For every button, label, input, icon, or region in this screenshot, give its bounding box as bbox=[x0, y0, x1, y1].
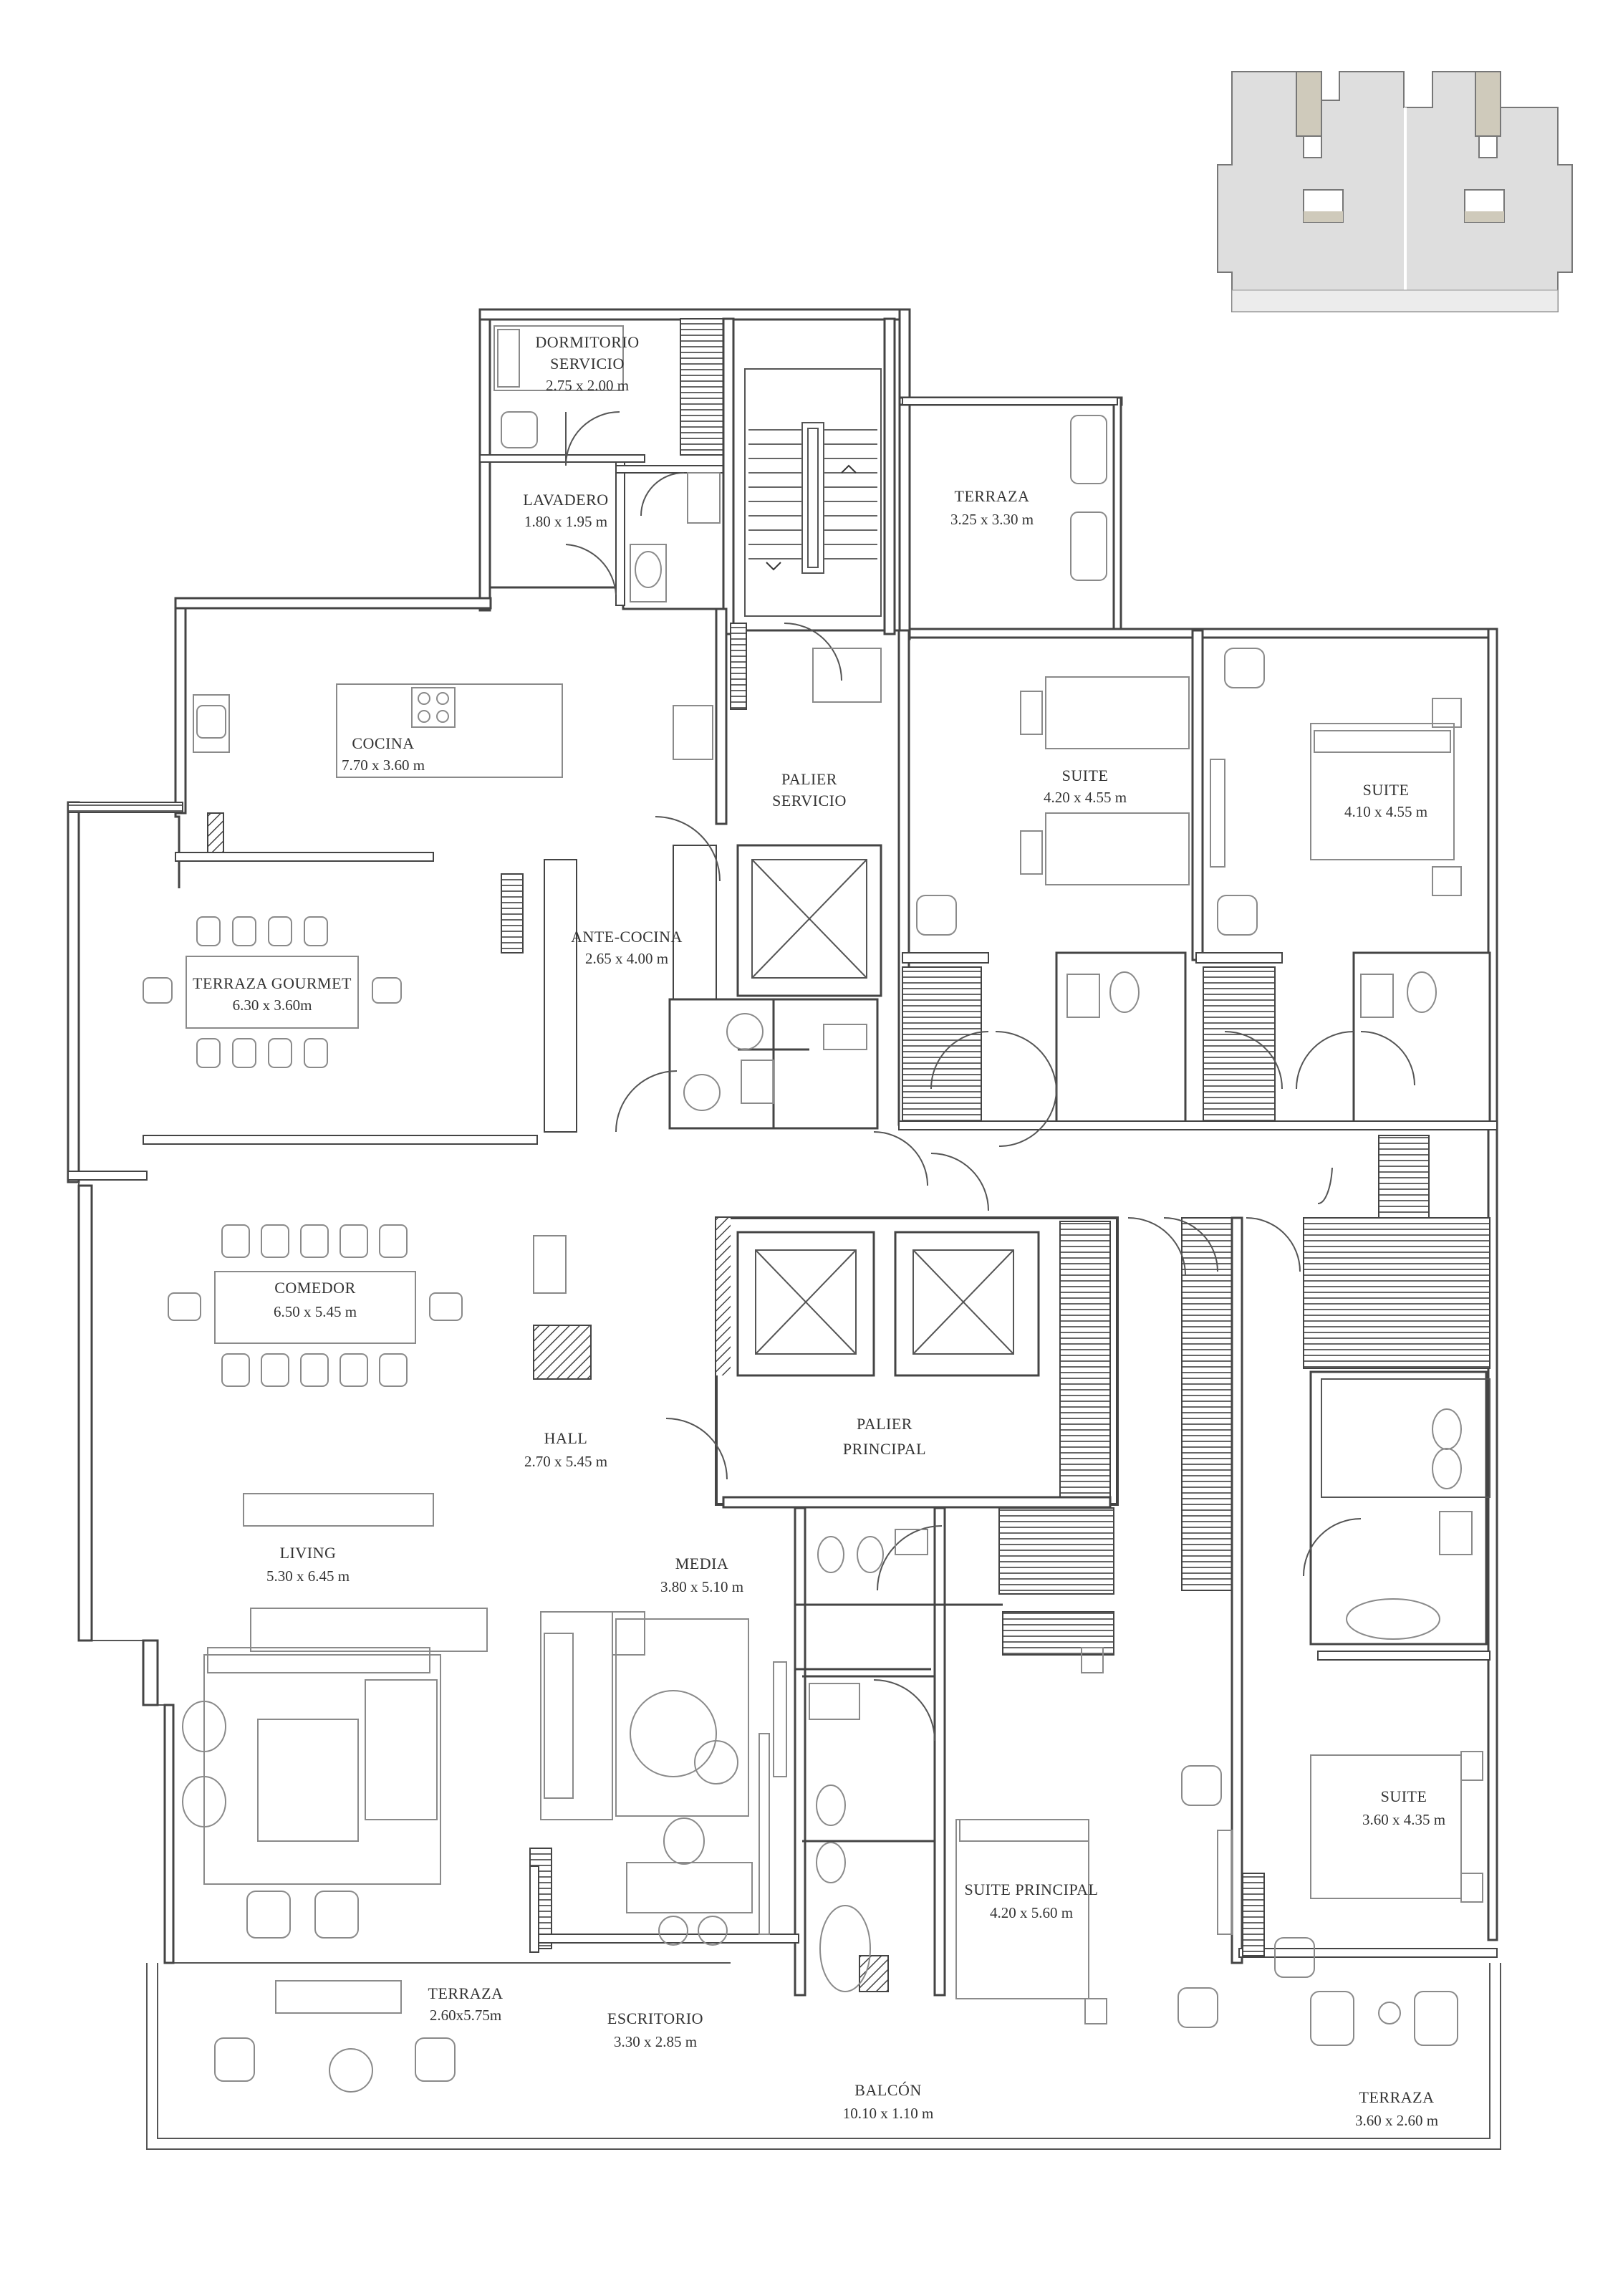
svg-text:PRINCIPAL: PRINCIPAL bbox=[843, 1440, 926, 1458]
room-hall: HALL 2.70 x 5.45 m bbox=[524, 1429, 607, 1470]
room-suite-principal: SUITE PRINCIPAL 4.20 x 5.60 m bbox=[965, 1880, 1099, 1921]
svg-text:6.30 x 3.60m: 6.30 x 3.60m bbox=[233, 996, 312, 1014]
svg-text:COMEDOR: COMEDOR bbox=[274, 1279, 356, 1297]
room-palier-principal: PALIER PRINCIPAL bbox=[843, 1415, 926, 1458]
svg-text:4.20 x 5.60 m: 4.20 x 5.60 m bbox=[990, 1904, 1073, 1921]
svg-text:LIVING: LIVING bbox=[280, 1544, 337, 1562]
interior-walls bbox=[175, 317, 1498, 1997]
svg-text:2.75 x 2.00 m: 2.75 x 2.00 m bbox=[546, 377, 629, 394]
svg-text:3.30 x 2.85 m: 3.30 x 2.85 m bbox=[614, 2033, 697, 2050]
svg-text:5.30 x 6.45 m: 5.30 x 6.45 m bbox=[266, 1567, 350, 1585]
room-media: MEDIA 3.80 x 5.10 m bbox=[660, 1555, 743, 1595]
svg-text:ANTE-COCINA: ANTE-COCINA bbox=[571, 928, 683, 946]
svg-text:MEDIA: MEDIA bbox=[675, 1555, 729, 1572]
svg-text:LAVADERO: LAVADERO bbox=[523, 491, 608, 509]
svg-text:SERVICIO: SERVICIO bbox=[550, 355, 625, 373]
svg-text:2.65 x 4.00 m: 2.65 x 4.00 m bbox=[585, 950, 668, 967]
svg-text:3.60 x 2.60 m: 3.60 x 2.60 m bbox=[1355, 2112, 1438, 2129]
room-suite-2: SUITE 4.10 x 4.55 m bbox=[1344, 781, 1427, 820]
svg-text:DORMITORIO: DORMITORIO bbox=[535, 333, 639, 351]
room-cocina: COCINA 7.70 x 3.60 m bbox=[342, 734, 425, 774]
keyplan-icon bbox=[1217, 71, 1573, 312]
room-terraza-gourmet: TERRAZA GOURMET 6.30 x 3.60m bbox=[193, 974, 352, 1014]
svg-text:2.60x5.75m: 2.60x5.75m bbox=[430, 2007, 501, 2024]
furniture bbox=[143, 325, 1483, 2093]
svg-text:4.10 x 4.55 m: 4.10 x 4.55 m bbox=[1344, 803, 1427, 820]
room-comedor: COMEDOR 6.50 x 5.45 m bbox=[274, 1279, 357, 1320]
svg-text:PALIER: PALIER bbox=[857, 1415, 912, 1433]
svg-text:SUITE: SUITE bbox=[1363, 781, 1410, 799]
svg-text:COCINA: COCINA bbox=[352, 734, 414, 752]
svg-text:SERVICIO: SERVICIO bbox=[772, 792, 847, 810]
svg-text:10.10 x 1.10 m: 10.10 x 1.10 m bbox=[843, 2105, 934, 2122]
room-suite-1: SUITE 4.20 x 4.55 m bbox=[1044, 767, 1127, 806]
doors bbox=[565, 411, 1415, 1742]
svg-text:SUITE PRINCIPAL: SUITE PRINCIPAL bbox=[965, 1880, 1099, 1898]
svg-text:PALIER: PALIER bbox=[781, 770, 837, 788]
room-lavadero: LAVADERO 1.80 x 1.95 m bbox=[523, 491, 608, 530]
svg-text:3.25 x 3.30 m: 3.25 x 3.30 m bbox=[950, 511, 1034, 528]
svg-text:4.20 x 4.55 m: 4.20 x 4.55 m bbox=[1044, 789, 1127, 806]
room-suite-3: SUITE 3.60 x 4.35 m bbox=[1362, 1787, 1445, 1828]
room-terraza-suite: TERRAZA 3.60 x 2.60 m bbox=[1355, 2088, 1438, 2129]
room-terraza-living: TERRAZA 2.60x5.75m bbox=[428, 1984, 504, 2024]
room-ante-cocina: ANTE-COCINA 2.65 x 4.00 m bbox=[571, 928, 683, 967]
room-escritorio: ESCRITORIO 3.30 x 2.85 m bbox=[607, 2009, 703, 2050]
room-balcon: BALCÓN 10.10 x 1.10 m bbox=[843, 2081, 934, 2122]
room-living: LIVING 5.30 x 6.45 m bbox=[266, 1544, 350, 1585]
service-stair bbox=[744, 368, 882, 617]
room-terraza-servicio: TERRAZA 3.25 x 3.30 m bbox=[950, 487, 1034, 528]
svg-text:BALCÓN: BALCÓN bbox=[854, 2081, 921, 2099]
svg-text:ESCRITORIO: ESCRITORIO bbox=[607, 2009, 703, 2027]
svg-text:SUITE: SUITE bbox=[1381, 1787, 1427, 1805]
room-palier-servicio: PALIER SERVICIO bbox=[772, 770, 847, 810]
svg-text:3.80 x 5.10 m: 3.80 x 5.10 m bbox=[660, 1578, 743, 1595]
svg-text:TERRAZA GOURMET: TERRAZA GOURMET bbox=[193, 974, 352, 992]
svg-text:TERRAZA: TERRAZA bbox=[955, 487, 1030, 505]
room-labels: DORMITORIO SERVICIO 2.75 x 2.00 m LAVADE… bbox=[193, 333, 1445, 2129]
svg-text:6.50 x 5.45 m: 6.50 x 5.45 m bbox=[274, 1303, 357, 1320]
svg-text:TERRAZA: TERRAZA bbox=[428, 1984, 504, 2002]
svg-text:2.70 x 5.45 m: 2.70 x 5.45 m bbox=[524, 1453, 607, 1470]
svg-text:7.70 x 3.60 m: 7.70 x 3.60 m bbox=[342, 756, 425, 774]
svg-text:SUITE: SUITE bbox=[1062, 767, 1109, 784]
room-dormitorio-servicio: DORMITORIO SERVICIO 2.75 x 2.00 m bbox=[535, 333, 639, 394]
svg-text:TERRAZA: TERRAZA bbox=[1359, 2088, 1435, 2106]
svg-text:1.80 x 1.95 m: 1.80 x 1.95 m bbox=[524, 513, 607, 530]
svg-text:3.60 x 4.35 m: 3.60 x 4.35 m bbox=[1362, 1811, 1445, 1828]
svg-text:HALL: HALL bbox=[544, 1429, 588, 1447]
